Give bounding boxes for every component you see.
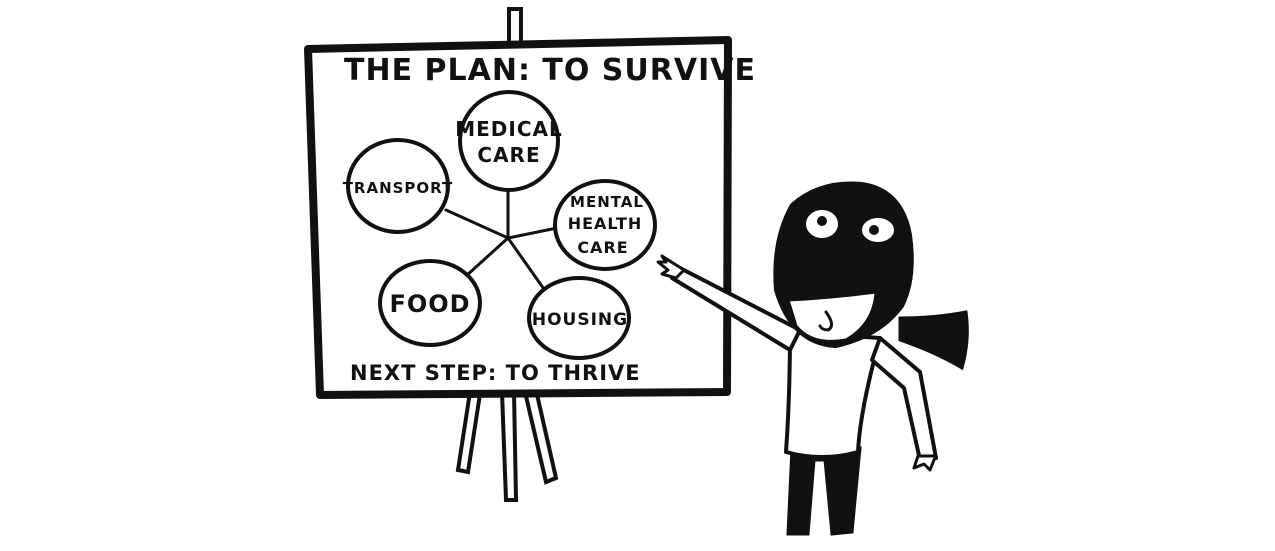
node-mental-health-label-line3: CARE [577,238,628,257]
masked-presenter-character [656,181,969,536]
smile [818,310,833,332]
torso [784,330,882,459]
left-pupil [817,216,827,226]
node-medical-label-line2: CARE [477,143,540,167]
mind-map-connectors [444,188,559,294]
node-mental-health-circle [553,179,657,271]
node-medical-circle [458,90,560,192]
node-mental-health-label-line2: HEALTH [568,214,643,233]
legs [786,446,862,536]
face-lower [785,290,878,343]
node-housing-circle [527,276,631,360]
node-transport-label: TRANSPORT [343,179,454,197]
node-transport-circle [346,138,450,234]
board-footer: NEXT STEP: TO THRIVE [350,361,641,385]
node-mental-health-label-line1: MENTAL [570,193,644,211]
cape [898,310,969,371]
node-medical-care: MEDICAL CARE [455,90,563,192]
node-food-circle [378,259,482,347]
hanging-hand [912,454,938,472]
pointing-hand [656,254,686,280]
node-transport: TRANSPORT [343,138,454,234]
node-medical-label-line1: MEDICAL [455,117,563,141]
node-food: FOOD [378,259,482,347]
easel-legs [455,387,559,502]
easel-top-peg [507,7,523,47]
node-mental-health-care: MENTAL HEALTH CARE [553,179,657,271]
board-title: THE PLAN: TO SURVIVE [344,53,756,88]
node-food-label: FOOD [389,290,470,318]
right-pupil [869,225,879,235]
hanging-arm [870,336,938,462]
node-housing-label: HOUSING [532,310,628,330]
node-housing: HOUSING [527,276,631,360]
